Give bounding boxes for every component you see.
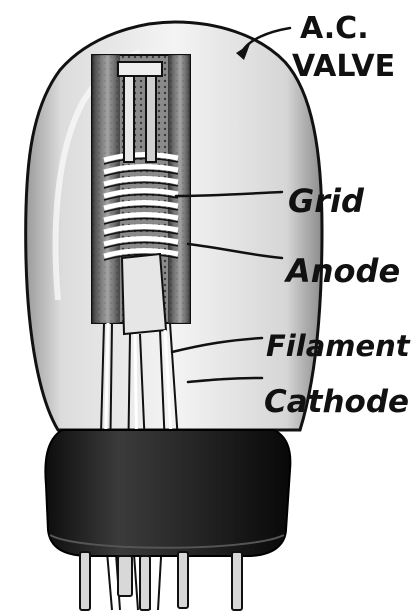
cathode-sleeve [122, 254, 166, 334]
label-cathode: Cathode [264, 384, 409, 420]
label-anode: Anode [283, 252, 400, 290]
anode-shell-left [92, 55, 120, 323]
label-grid: Grid [288, 182, 365, 220]
label-filament: Filament [266, 329, 411, 363]
anode-shell-right [168, 55, 190, 323]
title-line-1: A.C. [300, 11, 369, 46]
valve-base [45, 430, 290, 556]
title-line-2: VALVE [292, 49, 395, 84]
